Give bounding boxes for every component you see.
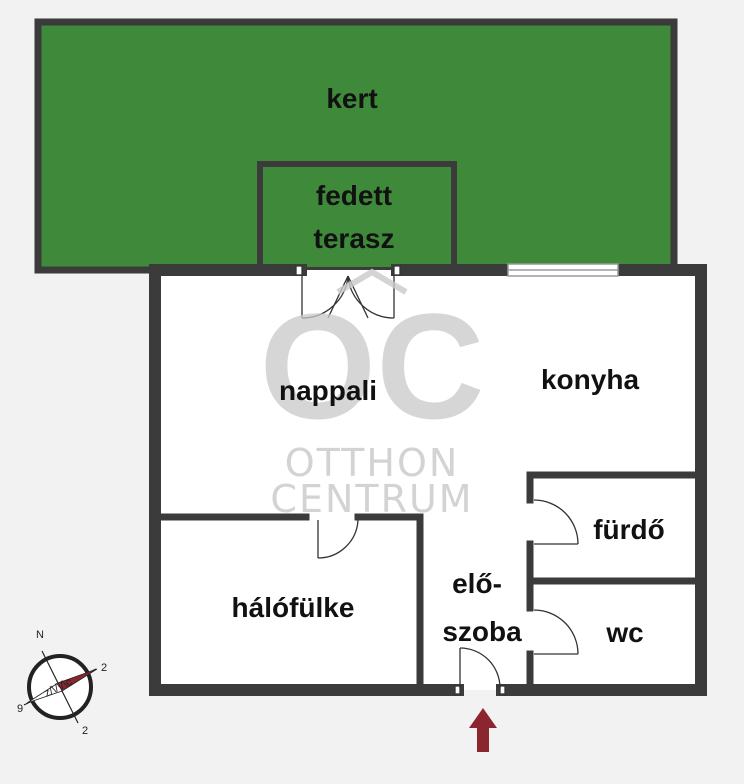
compass-south: 2: [82, 725, 88, 737]
label-wc: wc: [605, 617, 643, 648]
covered-terrace: fedett terasz: [257, 161, 457, 273]
compass-north: N: [36, 629, 44, 641]
label-szoba: szoba: [442, 616, 522, 647]
label-kert: kert: [326, 83, 377, 114]
compass-west: 9: [17, 703, 23, 715]
label-nappali: nappali: [279, 375, 377, 406]
watermark-line1: OTTHON: [285, 441, 460, 485]
watermark-letters: OC: [260, 282, 485, 450]
wc-door: [533, 609, 579, 655]
label-fedett: fedett: [316, 180, 392, 211]
apartment-floor: [155, 270, 701, 690]
window: [507, 263, 619, 277]
label-konyha: konyha: [541, 364, 639, 395]
walls: [149, 264, 707, 696]
label-halofulke: hálófülke: [232, 592, 355, 623]
entrance-arrow-icon: [469, 708, 497, 752]
compass-east: 2: [101, 662, 107, 674]
bathroom-door: [533, 499, 579, 545]
label-elo: elő-: [452, 568, 502, 599]
compass-icon: z/\/\/\c N 2 2 9: [17, 629, 107, 737]
watermark-line2: CENTRUM: [270, 477, 473, 521]
label-terasz: terasz: [314, 223, 395, 254]
entrance-door: [454, 647, 506, 695]
watermark-logo: OC OTTHON CENTRUM: [260, 268, 485, 521]
bedroom-door: [317, 519, 359, 559]
label-furdo: fürdő: [593, 514, 665, 545]
